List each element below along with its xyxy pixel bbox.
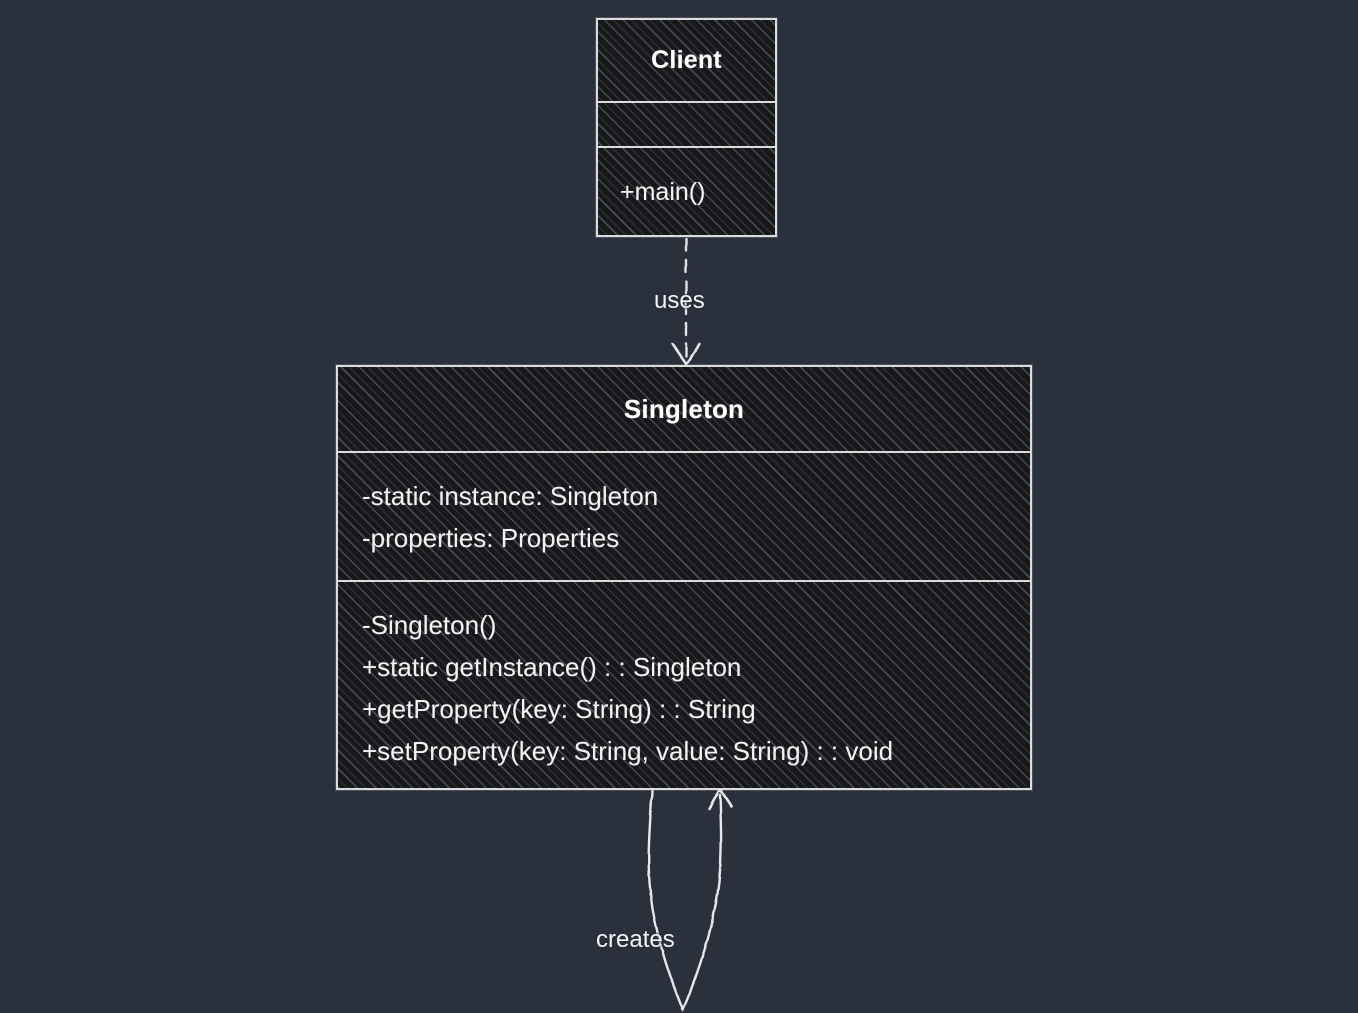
singleton-attributes-compartment: -static instance: Singleton -properties:… bbox=[338, 451, 1030, 580]
singleton-attribute-properties: -properties: Properties bbox=[362, 523, 620, 553]
singleton-method-get-property: +getProperty(key: String) : : String bbox=[362, 694, 756, 724]
client-title-compartment: Client bbox=[598, 20, 775, 101]
client-attributes-compartment bbox=[598, 101, 775, 146]
singleton-class-name: Singleton bbox=[623, 394, 745, 424]
relationship-uses bbox=[670, 237, 702, 366]
uses-arrowhead-icon bbox=[670, 342, 702, 366]
relationship-label-uses: uses bbox=[654, 287, 705, 314]
singleton-methods-compartment: -Singleton() +static getInstance() : : S… bbox=[338, 580, 1030, 788]
creates-loop-outgoing bbox=[647, 789, 685, 1012]
creates-loop-incoming bbox=[681, 793, 723, 1012]
singleton-method-constructor: -Singleton() bbox=[362, 610, 497, 640]
class-box-singleton[interactable]: Singleton -static instance: Singleton -p… bbox=[336, 365, 1032, 790]
relationship-label-creates: creates bbox=[596, 926, 675, 953]
singleton-method-set-property: +setProperty(key: String, value: String)… bbox=[362, 736, 894, 766]
singleton-method-get-instance: +static getInstance() : : Singleton bbox=[362, 652, 742, 682]
client-methods-compartment: +main() bbox=[598, 146, 775, 235]
singleton-attribute-instance: -static instance: Singleton bbox=[362, 481, 659, 511]
class-box-client[interactable]: Client +main() bbox=[596, 18, 777, 237]
client-class-name: Client bbox=[651, 46, 722, 74]
singleton-title-compartment: Singleton bbox=[338, 367, 1030, 451]
client-method-main: +main() bbox=[620, 178, 706, 206]
relationship-creates bbox=[647, 787, 733, 1012]
